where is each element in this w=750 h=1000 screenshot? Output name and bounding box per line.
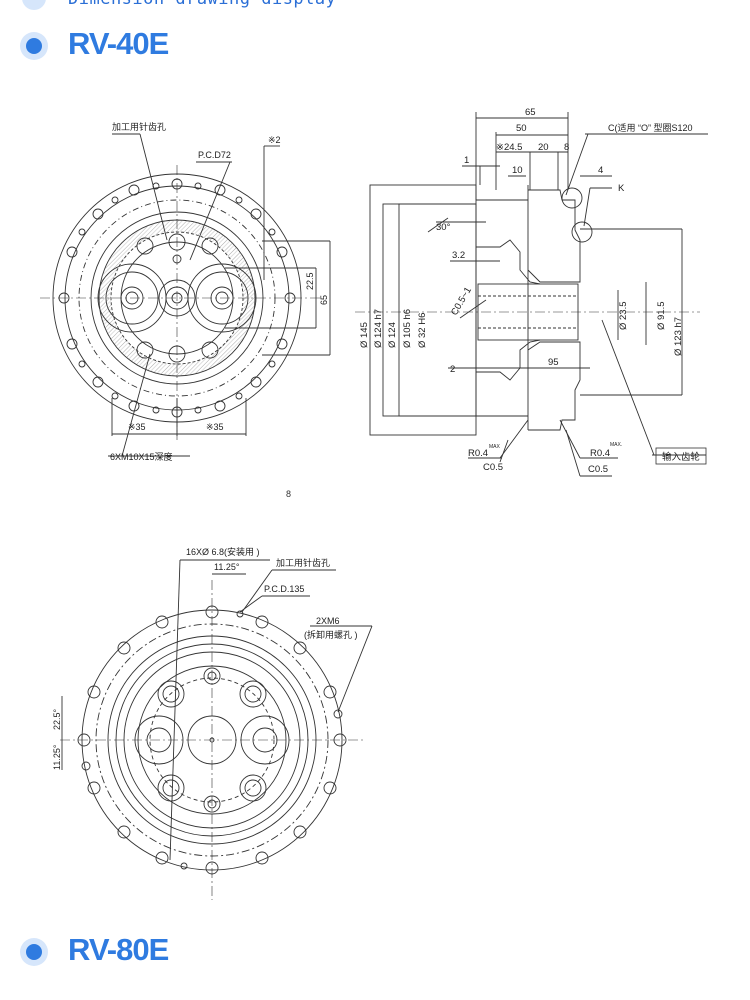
angle-11-25-left: 11.25° [52,744,62,770]
radius-left: R0.4 [468,448,488,459]
m6-label: 2XM6 [316,616,340,626]
dia-124-h7: Ø 124 h7 [373,309,384,348]
rv40e-front-drawing: 16XØ 6.8(安装用 ) 11.25° 加工用针齿孔 P.C.D.135 2… [52,546,373,900]
dia-145: Ø 145 [359,322,370,348]
dia-32-h6: Ø 32 H6 [417,313,428,348]
pcd-label: P.C.D72 [198,150,231,160]
oring-note: C(适用 “O” 型圈S120 [608,123,693,133]
radius-right: R0.4 [590,448,610,459]
dim-35-left: ※35 [128,422,146,432]
chamfer-c05-1: C0.5~1 [449,285,474,317]
k-label: K [618,183,625,194]
side-dim-95: 95 [548,357,559,368]
dia-23-5: Ø 23.5 [618,301,629,330]
section-bullet-icon [22,0,46,10]
thread-spec: 6XM10X15深度 [110,451,173,462]
chamfer-left: C0.5 [483,462,503,473]
side-dim-3-2: 3.2 [452,250,465,261]
chamfer-right: C0.5 [588,464,608,475]
dia-124: Ø 124 [387,322,398,348]
side-dim-65: 65 [525,107,536,118]
dim-65: 65 [319,295,329,305]
dia-123-h7: Ø 123 h7 [673,317,684,356]
section-header-rv80e: RV-80E [0,928,750,972]
side-dim-2: 2 [450,364,455,375]
side-dim-24-5: ※24.5 [496,142,522,153]
section-title: RV-80E [68,932,169,967]
section-bullet-icon [20,32,48,60]
dia-91-5: Ø 91.5 [656,301,667,330]
max-right: MAX. [610,442,622,448]
side-dim-4: 4 [598,165,603,176]
input-gear-label: 输入齿轮 [662,451,701,463]
section-bullet-icon [20,938,48,966]
section-header-rv40e: RV-40E [0,22,750,66]
dim-35-right: ※35 [206,422,224,432]
pin-hole-label-2: 加工用针齿孔 [276,557,330,568]
pin-hole-label: 加工用针齿孔 [112,121,166,132]
max-left: MAX [489,444,501,450]
angle-22-5: 22.5° [52,708,62,730]
side-dim-20: 20 [538,142,549,153]
m6-note: (拆卸用螺孔 ) [304,629,358,640]
side-dim-10: 10 [512,165,523,176]
dim-22-5: 22.5 [305,272,315,290]
page-number: 8 [286,489,292,499]
previous-section-title: Dimension drawing display [68,0,336,9]
angle-11-25-top: 11.25° [214,562,240,572]
side-dim-8: 8 [564,142,569,153]
section-title: RV-40E [68,26,169,61]
dia-105-h6: Ø 105 h6 [402,309,413,348]
angle-30: 30° [436,222,451,233]
pcd-135: P.C.D.135 [264,584,304,594]
note-mark-2: ※2 [268,135,281,145]
previous-section-header: Dimension drawing display [0,0,750,12]
rv40e-drawing: 加工用针齿孔 P.C.D72 ※2 22.5 65 ※35 ※35 6XM10X… [40,107,708,477]
side-dim-1: 1 [464,155,469,166]
mount-holes-label: 16XØ 6.8(安装用 ) [186,546,260,557]
side-dim-50: 50 [516,123,527,134]
